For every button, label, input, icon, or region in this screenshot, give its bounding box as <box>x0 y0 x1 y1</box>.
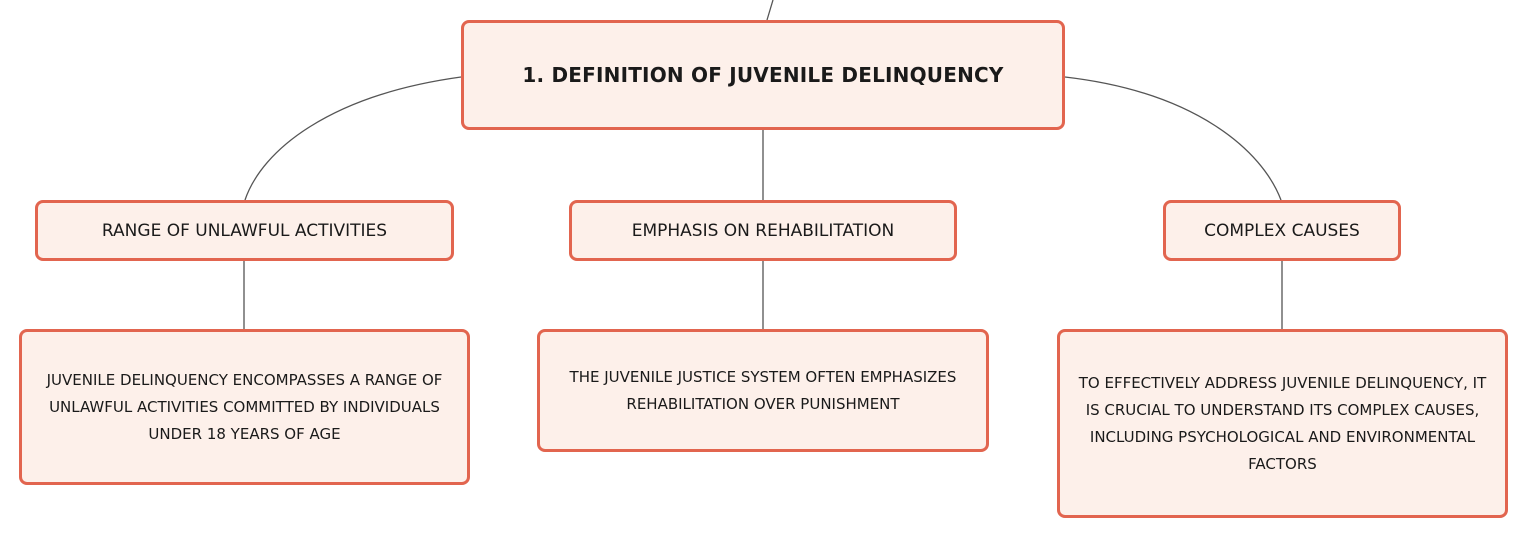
connector-root-to-branch-1 <box>244 76 462 201</box>
connector-root-to-branch-3 <box>1064 76 1282 201</box>
detail-text: JUVENILE DELINQUENCY ENCOMPASSES A RANGE… <box>46 370 443 443</box>
connector-parent-to-root <box>766 0 774 21</box>
subtopic-label: COMPLEX CAUSES <box>1204 220 1360 241</box>
detail-text: TO EFFECTIVELY ADDRESS JUVENILE DELINQUE… <box>1078 373 1487 473</box>
detail-node-complex-causes[interactable]: TO EFFECTIVELY ADDRESS JUVENILE DELINQUE… <box>1057 329 1508 518</box>
root-topic-node[interactable]: 1. DEFINITION OF JUVENILE DELINQUENCY <box>461 20 1065 130</box>
subtopic-label: EMPHASIS ON REHABILITATION <box>631 220 895 241</box>
subtopic-node-emphasis-on-rehabilitation[interactable]: EMPHASIS ON REHABILITATION <box>569 200 957 261</box>
root-topic-label: 1. DEFINITION OF JUVENILE DELINQUENCY <box>522 63 1004 87</box>
detail-text: THE JUVENILE JUSTICE SYSTEM OFTEN EMPHAS… <box>569 367 957 413</box>
subtopic-label: RANGE OF UNLAWFUL ACTIVITIES <box>101 220 388 241</box>
subtopic-node-range-of-unlawful-activities[interactable]: RANGE OF UNLAWFUL ACTIVITIES <box>35 200 454 261</box>
detail-node-emphasis-on-rehabilitation[interactable]: THE JUVENILE JUSTICE SYSTEM OFTEN EMPHAS… <box>537 329 989 452</box>
subtopic-node-complex-causes[interactable]: COMPLEX CAUSES <box>1163 200 1401 261</box>
detail-node-range-of-unlawful-activities[interactable]: JUVENILE DELINQUENCY ENCOMPASSES A RANGE… <box>19 329 470 485</box>
